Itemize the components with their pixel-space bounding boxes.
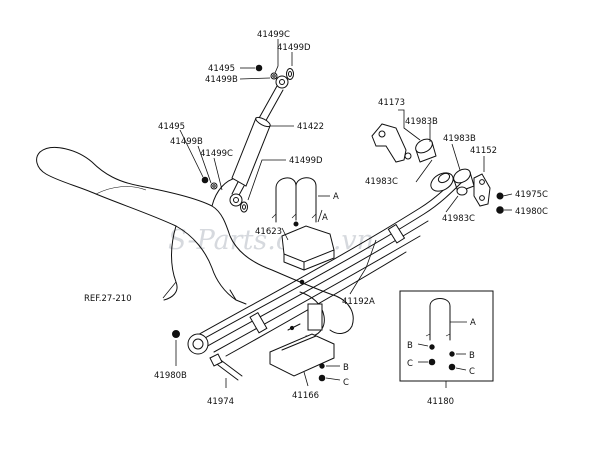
shock-lower-hardware <box>201 176 248 213</box>
label-ref-27-210: REF.27-210 <box>84 294 132 304</box>
label-41623: 41623 <box>255 227 282 237</box>
label-41180: 41180 <box>427 397 454 407</box>
u-bolt-kit-box <box>399 290 494 382</box>
label-41499b-mid: 41499B <box>170 137 203 147</box>
label-41499d-top: 41499D <box>277 43 311 53</box>
label-41974: 41974 <box>207 397 234 407</box>
front-bolt <box>172 330 243 381</box>
label-41499d-mid: 41499D <box>289 156 323 166</box>
u-bolt-upper <box>271 177 317 227</box>
kit-label-b-left: B <box>407 341 413 351</box>
label-41980c: 41980C <box>515 207 548 217</box>
label-41166: 41166 <box>292 391 319 401</box>
label-a-upper: A <box>333 192 339 202</box>
kit-label-c-left: C <box>407 359 413 369</box>
kit-label-c-right: C <box>469 367 475 377</box>
label-41499c-mid: 41499C <box>200 149 233 159</box>
kit-label-b-right: B <box>469 351 475 361</box>
label-41983c-2: 41983C <box>442 214 475 224</box>
label-41495-mid: 41495 <box>158 122 185 132</box>
shackle-nuts <box>496 192 504 214</box>
label-b-bracket: B <box>343 363 349 373</box>
label-41980b: 41980B <box>154 371 187 381</box>
label-41422: 41422 <box>297 122 324 132</box>
leader-lines <box>162 39 513 388</box>
shackle-bracket <box>371 123 407 163</box>
kit-label-a: A <box>470 318 476 328</box>
part-number-labels: 41499C 41499D 41495 41499B 41422 41495 4… <box>84 30 548 407</box>
spring-seat <box>281 225 335 271</box>
label-c-bracket: C <box>343 378 349 388</box>
label-41975c: 41975C <box>515 190 548 200</box>
label-41152: 41152 <box>470 146 497 156</box>
watermark: S-Parts.com.vn <box>168 225 374 256</box>
label-41499c-top: 41499C <box>257 30 290 40</box>
label-41983c-1: 41983C <box>365 177 398 187</box>
label-41192a: 41192A <box>342 297 375 307</box>
lower-spring-plate <box>269 303 335 382</box>
leaf-spring <box>187 172 463 357</box>
label-41983b-2: 41983B <box>443 134 476 144</box>
label-a-lower: A <box>322 213 328 223</box>
shock-top-hardware <box>255 64 294 80</box>
shock-absorber <box>229 75 289 207</box>
label-41173: 41173 <box>378 98 405 108</box>
shackle-plate <box>473 173 491 207</box>
label-41495-top: 41495 <box>208 64 235 74</box>
rear-bushings <box>404 138 475 196</box>
label-41983b-1: 41983B <box>405 117 438 127</box>
label-41499b-top: 41499B <box>205 75 238 85</box>
